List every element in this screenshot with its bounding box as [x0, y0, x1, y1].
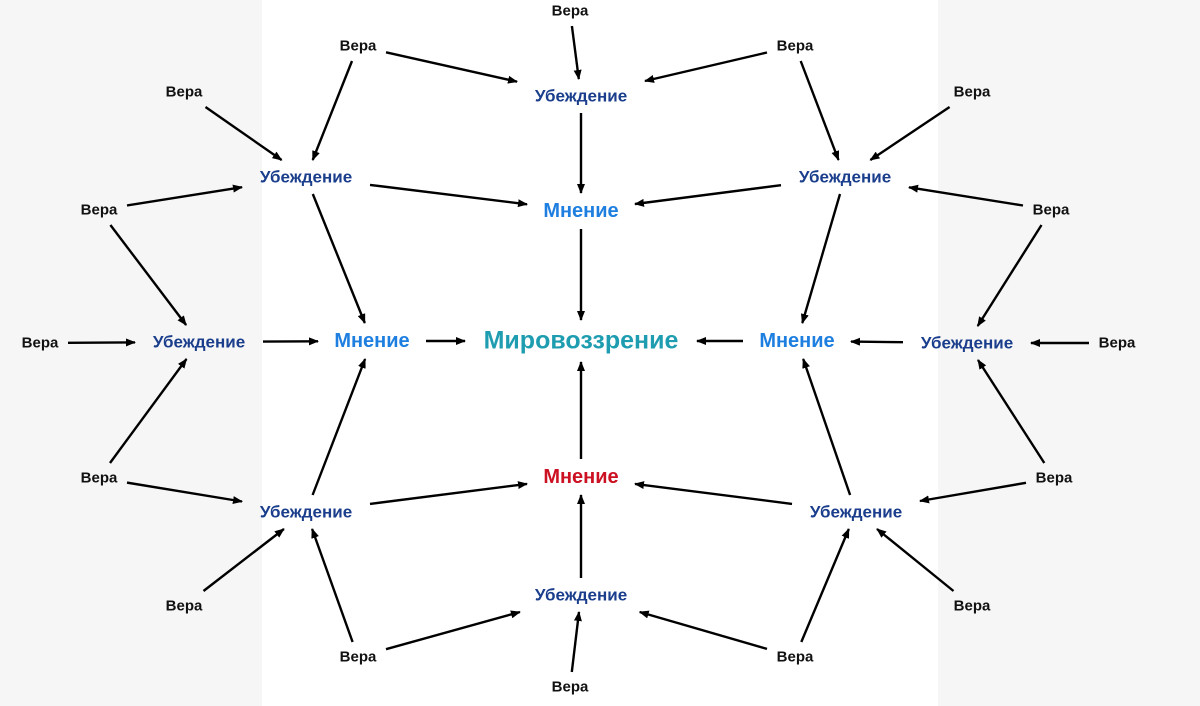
node-vera-v-lr1: Вера: [1035, 469, 1073, 487]
arrow-v-ul1-to-bel-ul: [204, 106, 283, 161]
node-mnenie-op-bottom: Мнение: [543, 466, 619, 488]
arrow-v-bottom-to-bel-bottom: [570, 611, 582, 673]
node-vera-v-tr: Вера: [776, 37, 814, 55]
node-vera-v-br: Вера: [776, 648, 814, 666]
arrow-bel-lr-to-op-bottom: [634, 481, 793, 506]
arrow-v-br-to-bel-bottom: [638, 610, 768, 651]
node-vera-v-ul2: Вера: [80, 201, 118, 219]
node-vera-v-ll2: Вера: [165, 597, 203, 615]
node-vera-v-ur2: Вера: [1032, 201, 1070, 219]
arrow-v-ur2-to-bel-ur: [908, 184, 1024, 207]
node-mirovozzrenie-center: Мировоззрение: [483, 326, 679, 355]
node-vera-v-ur1: Вера: [953, 83, 991, 101]
arrow-v-ul2-to-bel-left: [109, 224, 188, 326]
node-ubezhdenie-bel-left: Убеждение: [152, 332, 246, 352]
arrow-v-ll1-to-bel-ll: [126, 481, 243, 504]
arrow-v-ur2-to-bel-right: [976, 224, 1043, 327]
arrow-bel-lr-to-op-right: [802, 358, 852, 496]
arrow-v-tl-to-bel-ul: [311, 60, 354, 161]
node-vera-v-tl: Вера: [339, 37, 377, 55]
node-ubezhdenie-bel-lr: Убеждение: [809, 502, 903, 522]
arrow-v-lr1-to-bel-lr: [919, 481, 1027, 504]
node-vera-v-bl: Вера: [339, 648, 377, 666]
arrow-v-bl-to-bel-bottom: [385, 610, 521, 651]
arrow-v-ul2-to-bel-ul: [126, 184, 243, 207]
node-ubezhdenie-bel-bottom: Убеждение: [534, 585, 628, 605]
arrow-bel-ur-to-op-top: [634, 184, 782, 207]
arrow-bel-ll-to-op-left: [311, 358, 367, 496]
node-ubezhdenie-bel-right: Убеждение: [920, 333, 1014, 353]
node-ubezhdenie-bel-top: Убеждение: [534, 86, 628, 106]
arrow-bel-ul-to-op-top: [369, 183, 528, 208]
node-vera-v-lr2: Вера: [953, 597, 991, 615]
node-ubezhdenie-bel-ll: Убеждение: [259, 502, 353, 522]
arrow-bel-right-to-op-right: [850, 337, 904, 346]
node-vera-v-top: Вера: [551, 2, 589, 20]
arrow-v-bl-to-bel-ll: [310, 528, 354, 643]
arrow-bel-ul-to-op-left: [311, 193, 366, 324]
arrow-v-br-to-bel-lr: [800, 528, 850, 643]
arrow-v-tr-to-bel-top: [644, 51, 768, 83]
node-vera-v-ul1: Вера: [165, 83, 203, 101]
node-ubezhdenie-bel-ur: Убеждение: [798, 167, 892, 187]
arrow-v-lr1-to-bel-right: [976, 359, 1046, 464]
node-mnenie-op-left: Мнение: [334, 330, 410, 352]
node-vera-v-right: Вера: [1098, 334, 1136, 352]
arrow-v-lr2-to-bel-lr: [876, 528, 955, 592]
node-ubezhdenie-bel-ul: Убеждение: [259, 167, 353, 187]
arrow-bel-ll-to-op-bottom: [369, 481, 528, 506]
arrow-v-ll2-to-bel-ll: [202, 528, 285, 592]
arrow-bel-ur-to-op-right: [800, 193, 842, 324]
node-vera-v-left: Вера: [21, 334, 59, 352]
diagram-background-panel: [262, 0, 938, 706]
node-vera-v-bottom: Вера: [551, 678, 589, 696]
node-mnenie-op-right: Мнение: [759, 330, 835, 352]
arrow-v-ll1-to-bel-left: [109, 358, 188, 464]
arrow-v-top-to-bel-top: [570, 25, 582, 80]
node-mnenie-op-top: Мнение: [543, 200, 619, 222]
node-vera-v-ll1: Вера: [80, 469, 118, 487]
arrow-v-ur1-to-bel-ur: [869, 106, 951, 161]
arrow-v-tl-to-bel-top: [385, 51, 518, 84]
arrow-v-tr-to-bel-ur: [799, 60, 840, 161]
